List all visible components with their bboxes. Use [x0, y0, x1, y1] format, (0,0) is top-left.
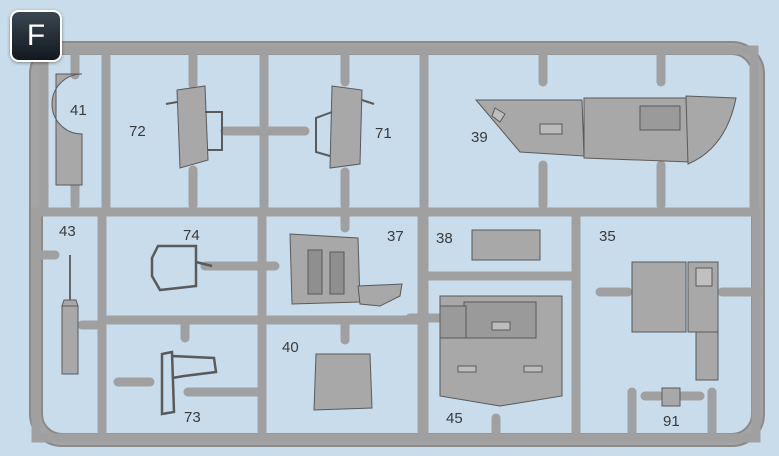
part-label-40: 40 [282, 339, 299, 356]
part-label-72: 72 [129, 123, 146, 140]
part-label-43: 43 [59, 223, 76, 240]
part-45-shape [439, 295, 563, 407]
sheet-letter-badge: F [10, 10, 62, 62]
part-71-shape [315, 85, 375, 169]
part-label-73: 73 [184, 409, 201, 426]
part-label-38: 38 [436, 230, 453, 247]
part-43-shape [61, 255, 79, 375]
part-label-37: 37 [387, 228, 404, 245]
part-73-shape [160, 350, 218, 416]
part-40-shape [313, 353, 373, 411]
part-label-39: 39 [471, 129, 488, 146]
part-35-shape [631, 261, 719, 381]
part-37-shape [289, 233, 403, 307]
part-74-shape [150, 244, 213, 292]
part-label-74: 74 [183, 227, 200, 244]
part-label-91: 91 [663, 413, 680, 430]
part-label-41: 41 [70, 102, 87, 119]
part-38-shape [471, 229, 541, 261]
part-91-shape [661, 387, 681, 407]
part-label-71: 71 [375, 125, 392, 142]
part-39-shape [474, 95, 737, 165]
part-label-35: 35 [599, 228, 616, 245]
part-label-45: 45 [446, 410, 463, 427]
part-72-shape [165, 85, 223, 169]
part-41-shape [51, 73, 83, 186]
sheet-letter: F [26, 19, 46, 52]
